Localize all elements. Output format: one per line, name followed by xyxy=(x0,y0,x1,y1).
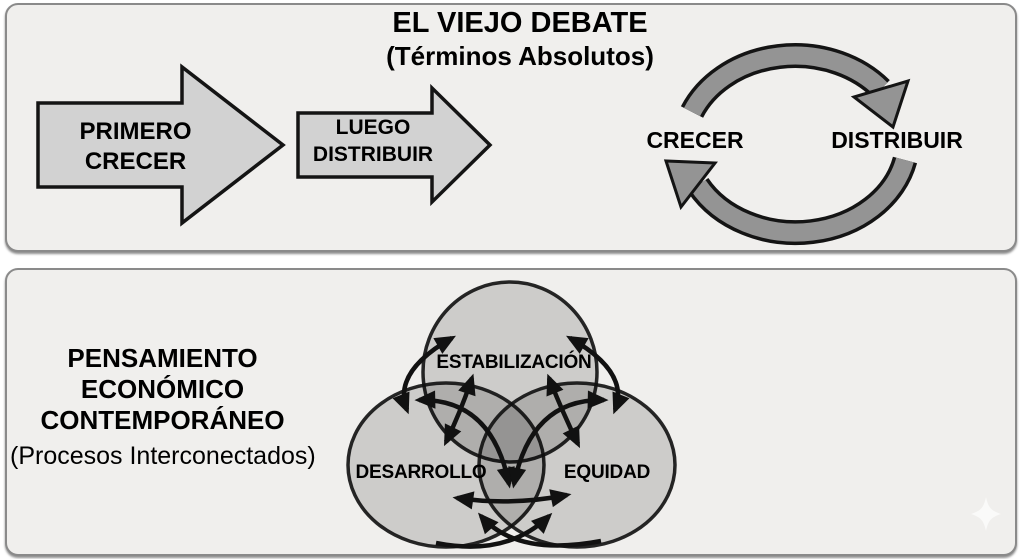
contemporary-title-line3: CONTEMPORÁNEO xyxy=(40,405,285,435)
step1-label: PRIMERO CRECER xyxy=(43,117,228,177)
old-debate-subtitle: (Términos Absolutos) xyxy=(386,41,654,72)
contemporary-title-block: PENSAMIENTO ECONÓMICO CONTEMPORÁNEO (Pro… xyxy=(10,343,316,471)
step2-line1: LUEGO xyxy=(335,116,411,139)
venn-label-desarrollo: DESARROLLO xyxy=(355,462,487,483)
contemporary-title-line2: ECONÓMICO xyxy=(80,374,245,404)
step1-line1: PRIMERO xyxy=(79,118,192,145)
step1-line2: CRECER xyxy=(84,148,187,175)
venn-label-estabilizacion: ESTABILIZACIÓN xyxy=(436,352,592,373)
cycle-left-label: CRECER xyxy=(646,127,744,153)
contemporary-subtitle: (Procesos Interconectados) xyxy=(10,442,316,470)
step2-label: LUEGO DISTRIBUIR xyxy=(288,114,458,168)
venn-label-equidad: EQUIDAD xyxy=(563,462,651,483)
old-debate-title-block: EL VIEJO DEBATE (Términos Absolutos) xyxy=(312,7,728,72)
cycle-right-label: DISTRIBUIR xyxy=(831,127,963,153)
step2-line2: DISTRIBUIR xyxy=(312,143,434,166)
old-debate-title: EL VIEJO DEBATE xyxy=(392,7,648,39)
contemporary-title-line1: PENSAMIENTO xyxy=(67,343,258,373)
